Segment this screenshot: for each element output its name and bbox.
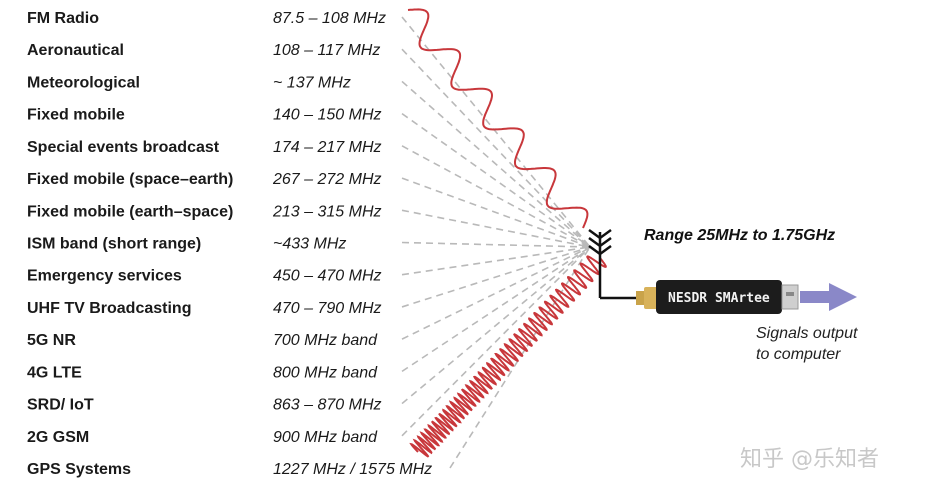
signal-ray: [401, 246, 591, 405]
band-name: ISM band (short range): [27, 236, 201, 253]
band-frequency: ~ 137 MHz: [273, 74, 351, 91]
band-name: FM Radio: [27, 10, 99, 27]
band-frequency: 450 – 470 MHz: [273, 268, 382, 285]
signal-ray: [449, 246, 591, 469]
band-frequency: 863 – 870 MHz: [273, 397, 382, 414]
band-frequency: 900 MHz band: [273, 429, 378, 446]
band-name: GPS Systems: [27, 461, 131, 478]
signal-ray: [401, 177, 591, 248]
signal-ray: [401, 145, 591, 248]
output-label-line2: to computer: [756, 346, 841, 363]
band-frequency: 470 – 790 MHz: [273, 300, 382, 317]
band-name: Special events broadcast: [27, 139, 220, 156]
band-frequency: 1227 MHz / 1575 MHz: [273, 461, 432, 478]
band-name: Fixed mobile (space–earth): [27, 171, 233, 188]
band-name: Meteorological: [27, 74, 140, 91]
band-name: 2G GSM: [27, 429, 89, 446]
watermark: 知乎 @乐知者: [740, 447, 879, 472]
signal-ray: [401, 112, 591, 248]
usb-dongle-icon: NESDR SMArtee: [636, 280, 799, 314]
band-frequency: 174 – 217 MHz: [273, 139, 382, 156]
signal-ray: [401, 80, 591, 248]
band-frequency: 108 – 117 MHz: [273, 42, 380, 59]
band-frequency: ~433 MHz: [273, 236, 346, 253]
signal-ray: [401, 246, 591, 373]
output-label-line1: Signals output: [756, 325, 858, 342]
signal-ray: [401, 246, 591, 308]
signal-dash-lines: [401, 16, 591, 469]
band-name: Fixed mobile: [27, 107, 125, 124]
arrow-right-icon: [800, 283, 857, 311]
signal-ray: [401, 16, 591, 248]
range-label: Range 25MHz to 1.75GHz: [644, 227, 835, 244]
signal-ray: [401, 246, 591, 340]
signal-wave-high: [409, 255, 607, 458]
band-frequency: 267 – 272 MHz: [272, 171, 382, 188]
band-name: Aeronautical: [27, 42, 124, 59]
device-logo: NESDR SMArtee: [668, 291, 770, 306]
antenna-icon: [588, 228, 636, 300]
signal-ray: [401, 48, 591, 248]
band-frequency: 700 MHz band: [273, 332, 378, 349]
signal-ray: [401, 246, 591, 276]
band-frequency: 87.5 – 108 MHz: [273, 10, 386, 27]
band-frequency: 800 MHz band: [273, 364, 378, 381]
signal-ray: [401, 209, 591, 248]
band-name: 5G NR: [27, 332, 76, 349]
band-name: SRD/ IoT: [27, 397, 94, 414]
band-name: Emergency services: [27, 268, 182, 285]
signal-wave: [407, 8, 589, 229]
band-name: UHF TV Broadcasting: [27, 300, 191, 317]
band-name: Fixed mobile (earth–space): [27, 203, 233, 220]
band-frequency: 213 – 315 MHz: [272, 203, 382, 220]
signal-ray: [401, 241, 591, 248]
band-frequency: 140 – 150 MHz: [273, 107, 382, 124]
band-name: 4G LTE: [27, 364, 82, 381]
signal-ray: [401, 246, 591, 437]
